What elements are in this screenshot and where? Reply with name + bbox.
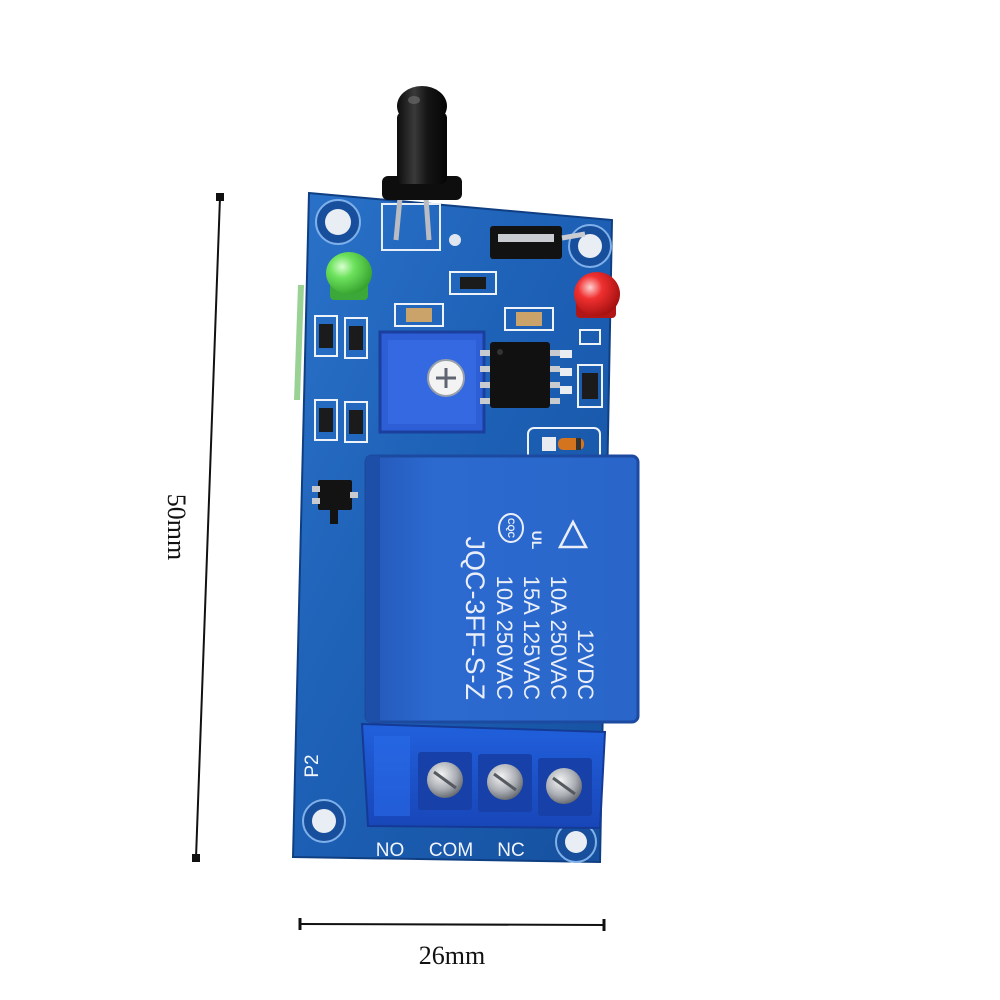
mounting-hole-bottom-right [555,821,597,863]
smd-capacitor [394,303,444,327]
smd-resistor [314,315,338,357]
screw-terminal-block [360,722,607,830]
diode [527,427,601,461]
height-dimension-line [195,196,221,859]
relay-module-board: CQC UL 12VDC 10A 250VAC 15A 125VAC 10A 2… [291,86,640,864]
smd-pads [560,329,601,394]
power-led [326,252,372,300]
terminal-label-nc: NC [497,840,524,861]
relay-rating-line: 15A 125VAC [519,576,544,700]
via [449,234,461,246]
relay-side-shadow [366,456,380,722]
smd-capacitor [504,307,554,331]
mounting-hole-bottom-left [302,799,346,843]
smd-resistor [344,401,368,443]
height-dimension-label: 50mm [162,494,191,560]
jumper-header [490,226,586,259]
relay-rating-line: 10A 250VAC [492,576,517,700]
height-dimension-end-bottom [192,854,200,862]
width-dimension: 26mm [298,918,606,970]
potentiometer [378,330,486,434]
relay: CQC UL 12VDC 10A 250VAC 15A 125VAC 10A 2… [364,454,640,724]
mounting-hole-top-right [568,224,612,268]
flame-sensor [382,86,462,241]
comparator-ic [480,342,560,408]
terminal-screw [427,762,463,798]
relay-cert-marks: CQC UL [498,513,589,550]
smd-resistor [577,364,603,408]
cqc-mark-text: CQC [506,518,516,539]
terminal-label-no: NO [376,840,405,861]
terminal-screw [546,768,582,804]
width-dimension-label: 26mm [419,941,485,970]
output-led [574,272,620,318]
board-label-p2: P2 [302,754,323,777]
smd-resistor [344,317,368,359]
warning-triangle-icon [557,519,589,549]
smd-resistor [449,271,497,295]
sensor-footprint [381,203,441,251]
height-dimension: 50mm [162,193,224,862]
relay-rating-line: 10A 250VAC [546,576,571,700]
mounting-hole-top-left [315,199,361,245]
ul-mark-text: UL [529,531,545,550]
smd-resistor [314,399,338,441]
height-dimension-end-top [216,193,224,201]
transistor [312,480,358,524]
relay-rating-line: 12VDC [573,629,598,700]
terminal-label-com: COM [429,840,473,861]
terminal-screw [487,764,523,800]
width-dimension-line [299,923,605,926]
cqc-mark [498,513,524,543]
relay-model: JQC-3FF-S-Z [460,537,490,700]
pcb-edge [294,285,304,400]
